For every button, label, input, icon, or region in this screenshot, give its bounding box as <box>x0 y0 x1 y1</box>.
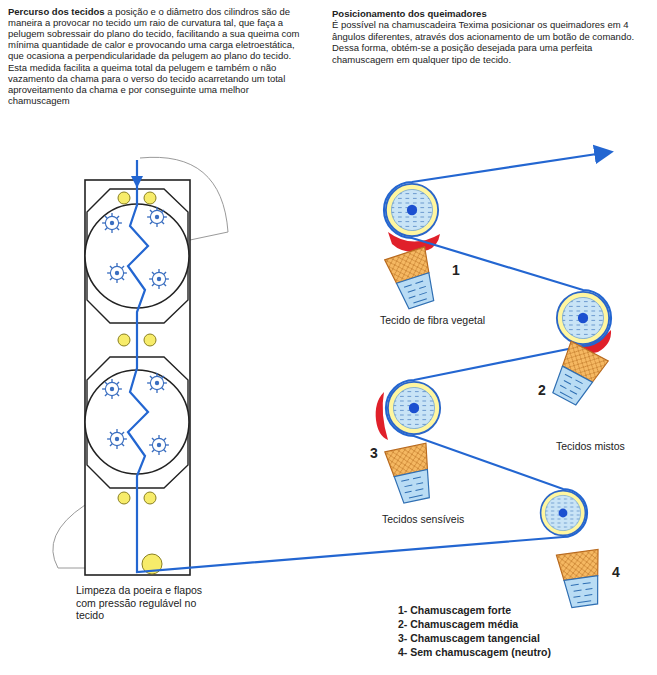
callout-number: 1 <box>452 262 460 279</box>
arrow-head <box>131 176 143 188</box>
paragraph-heading: Percurso dos tecidos <box>8 6 105 17</box>
callout-number: 2 <box>538 382 546 399</box>
callout-number: 4 <box>612 564 620 581</box>
fabric-path <box>128 152 611 572</box>
key-line: 2- Chamuscagem média <box>398 618 518 631</box>
fabric-label: Tecidos mistos <box>556 440 625 453</box>
fabric-label: Tecidos sensíveis <box>382 513 464 526</box>
paragraph-body: a posição e o diâmetro dos cilindros são… <box>8 6 300 106</box>
paragraph-body: É possível na chamuscadeira Texima posic… <box>332 19 634 64</box>
machine-housing <box>53 157 228 575</box>
key-line: 3- Chamuscagem tangencial <box>398 632 540 645</box>
key-line: 4- Sem chamuscagem (neutro) <box>398 646 551 659</box>
callout-number: 3 <box>370 445 378 462</box>
burner <box>385 247 609 609</box>
text-paragraph: Percurso dos tecidos a posição e o diâme… <box>8 6 302 106</box>
paragraph-heading: Posicionamento dos queimadores <box>332 8 637 19</box>
fabric-label: Limpeza da poeira e flapos com pressão r… <box>76 584 208 622</box>
fabric-label: Tecido de fibra vegetal <box>380 314 485 327</box>
key-line: 1- Chamuscagem forte <box>398 604 511 617</box>
text-paragraph: Posicionamento dos queimadores É possíve… <box>332 8 637 65</box>
